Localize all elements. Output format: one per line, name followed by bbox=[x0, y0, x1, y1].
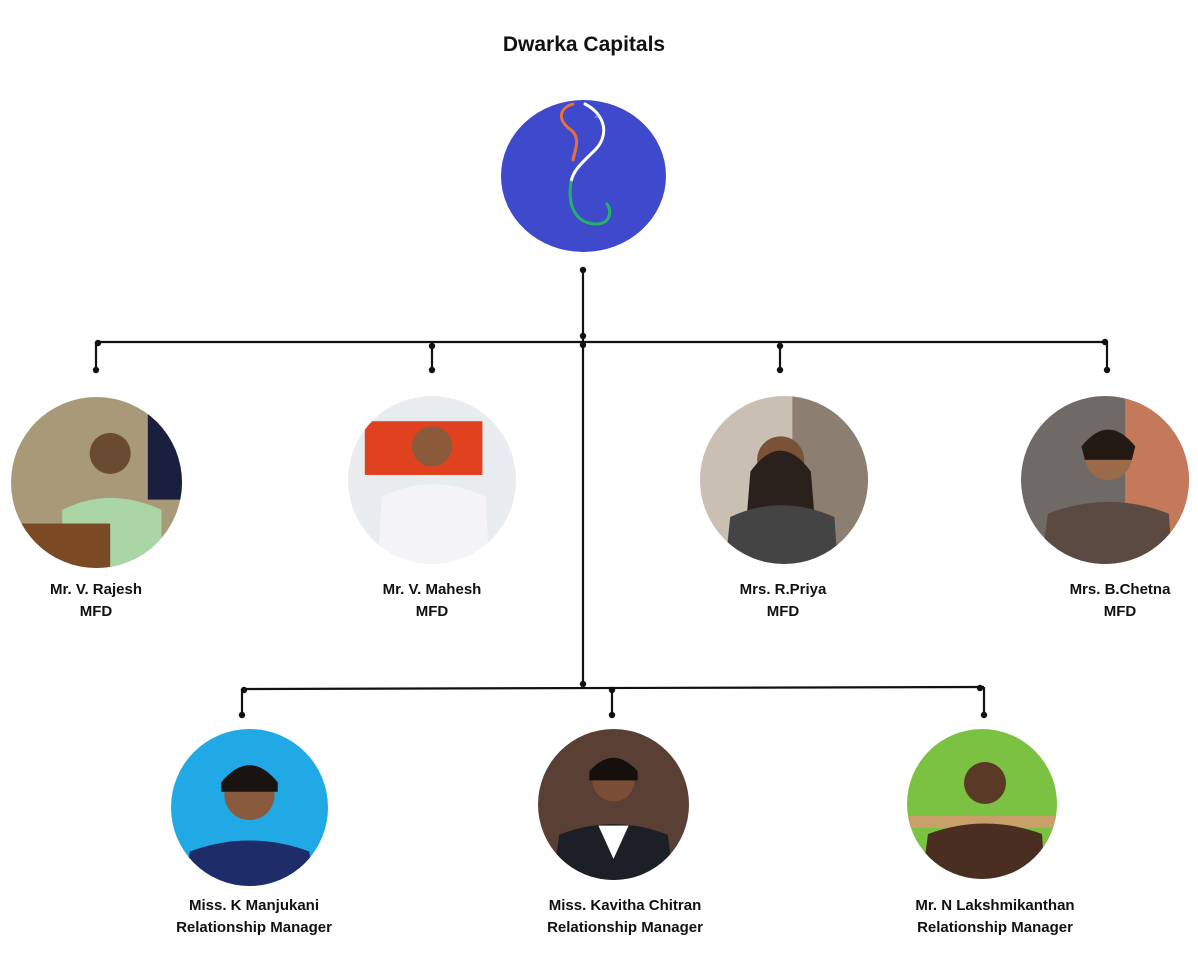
member-name: Mr. V. Mahesh bbox=[382, 581, 482, 598]
swan-logo-icon bbox=[501, 100, 666, 252]
member-role: MFD bbox=[766, 603, 800, 620]
member-role: MFD bbox=[415, 603, 449, 620]
avatar-manjukani bbox=[171, 729, 328, 886]
member-caption: Miss. K Manjukani Relationship Manager bbox=[134, 895, 374, 939]
member-caption: Miss. Kavitha Chitran Relationship Manag… bbox=[505, 895, 745, 939]
member-role: Relationship Manager bbox=[176, 919, 332, 936]
company-title: Dwarka Capitals bbox=[502, 33, 666, 56]
member-caption: Mrs. R.Priya MFD bbox=[663, 579, 903, 623]
avatar-chetna bbox=[1021, 396, 1189, 564]
member-role: Relationship Manager bbox=[917, 919, 1073, 936]
member-role: MFD bbox=[79, 603, 113, 620]
member-role: Relationship Manager bbox=[547, 919, 703, 936]
member-name: Mrs. B.Chetna bbox=[1069, 581, 1171, 598]
member-caption: Mr. N Lakshmikanthan Relationship Manage… bbox=[875, 895, 1115, 939]
member-caption: Mr. V. Rajesh MFD bbox=[0, 579, 216, 623]
member-caption: Mrs. B.Chetna MFD bbox=[1000, 579, 1198, 623]
avatar-priya bbox=[700, 396, 868, 564]
member-name: Miss. Kavitha Chitran bbox=[548, 897, 702, 914]
avatar-mahesh bbox=[348, 396, 516, 564]
member-caption: Mr. V. Mahesh MFD bbox=[312, 579, 552, 623]
member-name: Mr. N Lakshmikanthan bbox=[915, 897, 1075, 914]
avatar-rajesh bbox=[11, 397, 182, 568]
member-name: Mrs. R.Priya bbox=[739, 581, 827, 598]
member-name: Mr. V. Rajesh bbox=[50, 581, 142, 598]
member-role: MFD bbox=[1103, 603, 1137, 620]
avatar-lakshmikanthan bbox=[907, 729, 1057, 879]
avatar-kavitha bbox=[538, 729, 689, 880]
member-name: Miss. K Manjukani bbox=[188, 897, 320, 914]
